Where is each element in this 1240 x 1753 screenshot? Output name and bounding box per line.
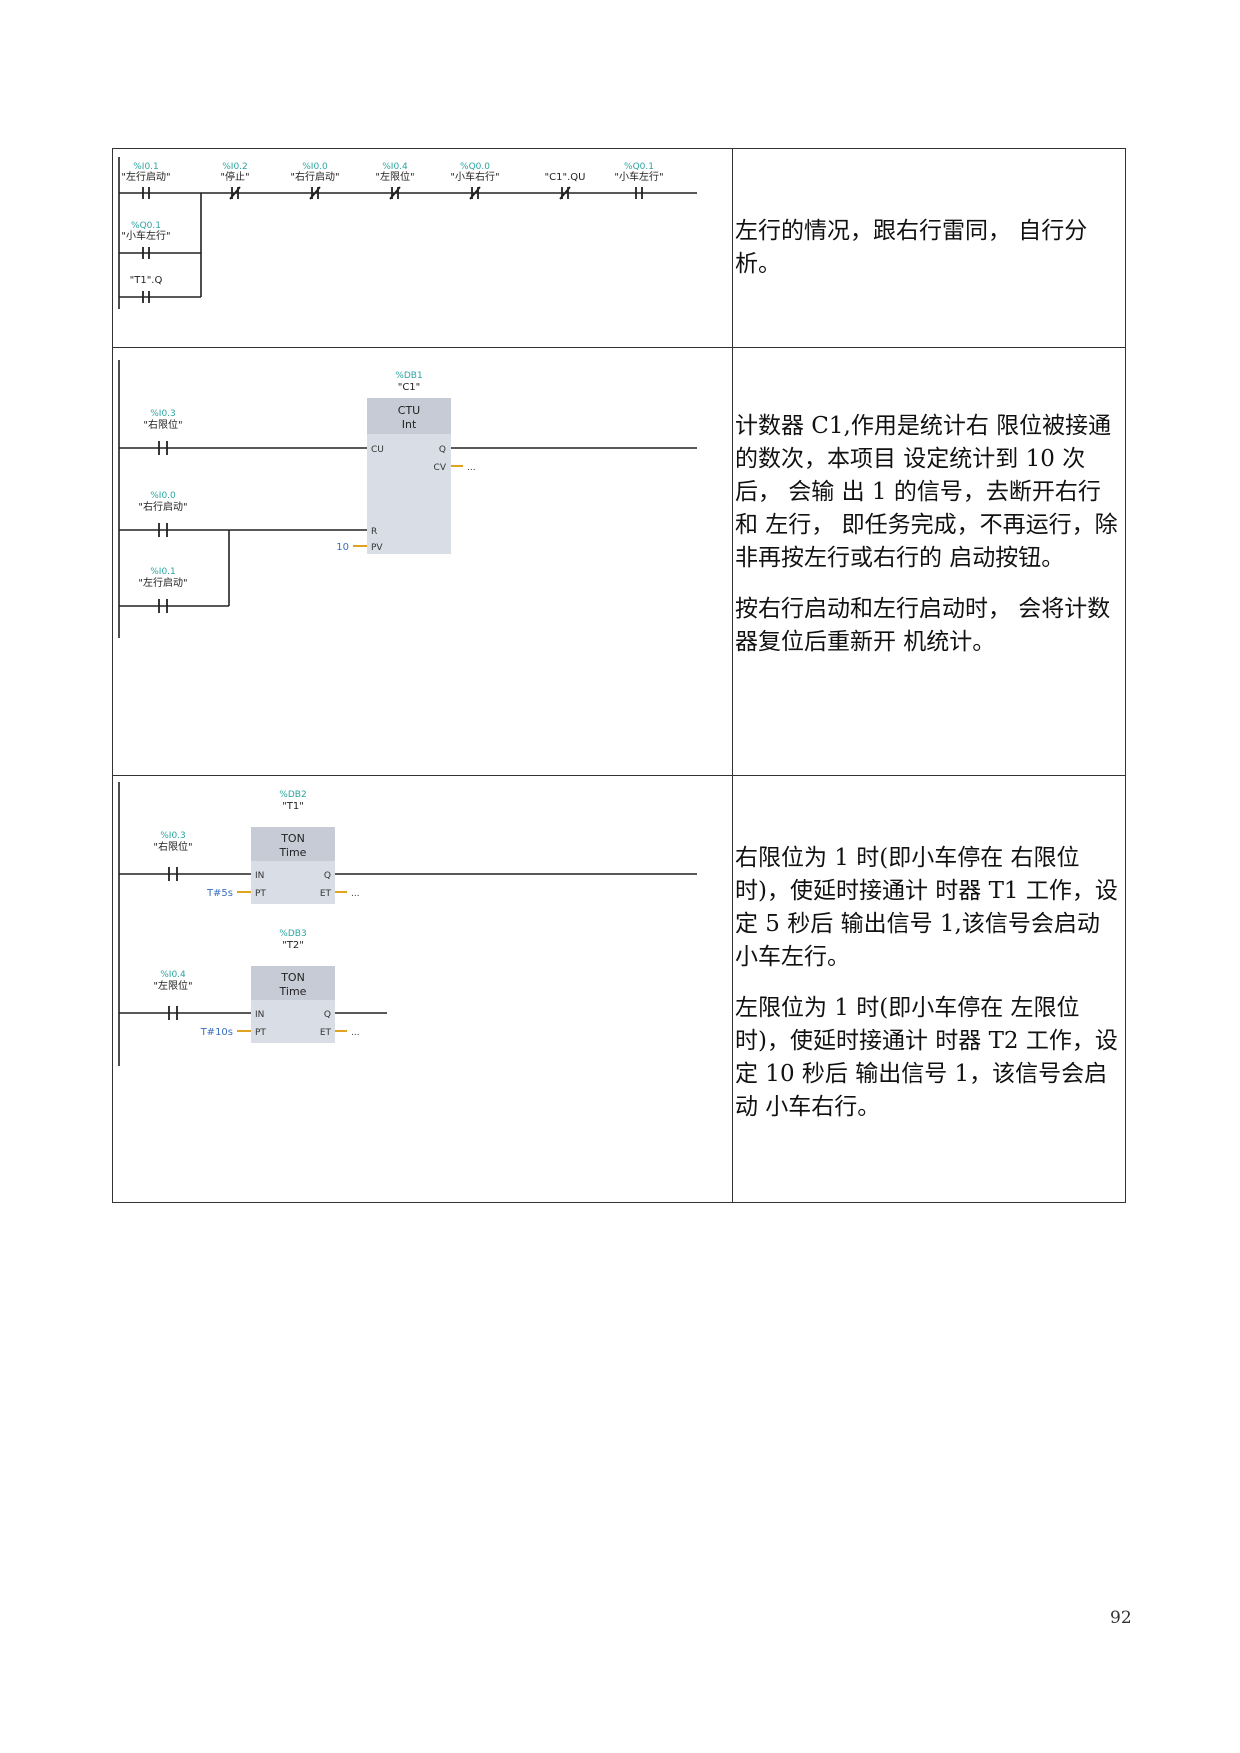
ladder-network-3: %DB2 "T1" TON Time %I0.3 "右限位" %DB3 "T2"… (118, 782, 697, 1066)
pin-label: ET (320, 1028, 332, 1038)
page-number: 92 (1110, 1608, 1132, 1628)
block-datatype: Time (279, 985, 307, 998)
diagram-cell: %I0.1 "左行启动" %I0.2 "停止" %I0.0 "右行启动" %I0… (112, 148, 733, 348)
contact-name: "T1".Q (130, 275, 163, 286)
table-row: %DB1 "C1" CTU Int %I0.3 "右限位" %I0.0 "右行启… (112, 347, 1126, 776)
ladder-diagram-left-run: %I0.1 "左行启动" %I0.2 "停止" %I0.0 "右行启动" %I0… (113, 149, 733, 347)
ctu-block-header (367, 398, 451, 434)
block-db-tag: %DB1 (395, 371, 422, 381)
contact-name: "右限位" (143, 418, 182, 431)
block-type: TON (280, 832, 305, 845)
contact-name: "停止" (220, 170, 249, 183)
contact-tag: %I0.2 (222, 162, 248, 172)
contact-tag: %I0.1 (133, 162, 159, 172)
ton-block-t1-header (251, 827, 335, 861)
description-cell: 左行的情况，跟右行雷同， 自行分析。 (732, 148, 1126, 348)
description-cell: 计数器 C1,作用是统计右 限位被接通的数次，本项目 设定统计到 10 次后， … (732, 347, 1126, 776)
pin-label: Q (324, 1010, 331, 1020)
pin-value: ... (351, 1028, 360, 1038)
pin-label: R (371, 527, 377, 537)
pin-label: ET (320, 889, 332, 899)
description-paragraph: 左行的情况，跟右行雷同， 自行分析。 (735, 218, 1088, 277)
block-instance-name: "T1" (282, 801, 304, 812)
contact-name: "C1".QU (545, 172, 586, 183)
ladder-network-2: %DB1 "C1" CTU Int %I0.3 "右限位" %I0.0 "右行启… (118, 360, 697, 638)
contact-name: "小车左行" (121, 229, 170, 242)
ton-block-t2-header (251, 966, 335, 1000)
block-instance-name: "T2" (282, 940, 304, 951)
contact-name: "左限位" (153, 979, 192, 992)
contact-name: "左限位" (375, 170, 414, 183)
block-datatype: Time (279, 846, 307, 859)
pin-label: PV (371, 543, 383, 553)
contact-tag: %Q0.0 (460, 162, 490, 172)
contact-tag: %I0.0 (302, 162, 328, 172)
contact-tag: %I0.4 (160, 970, 186, 980)
contact-tag: %I0.0 (150, 491, 176, 501)
ladder-diagram-timers: %DB2 "T1" TON Time %I0.3 "右限位" %DB3 "T2"… (113, 776, 733, 1202)
table-row: %I0.1 "左行启动" %I0.2 "停止" %I0.0 "右行启动" %I0… (112, 148, 1126, 348)
contact-name: "左行启动" (121, 170, 170, 183)
block-type: CTU (398, 404, 420, 417)
ladder-diagram-counter: %DB1 "C1" CTU Int %I0.3 "右限位" %I0.0 "右行启… (113, 348, 733, 775)
description-cell: 右限位为 1 时(即小车停在 右限位时)，使延时接通计 时器 T1 工作，设定 … (732, 775, 1126, 1203)
diagram-cell: %DB1 "C1" CTU Int %I0.3 "右限位" %I0.0 "右行启… (112, 347, 733, 776)
pin-label: PT (255, 1028, 266, 1038)
pin-label: IN (255, 1010, 264, 1020)
coil-tag: %Q0.1 (624, 162, 654, 172)
pin-label: Q (439, 445, 446, 455)
pin-label: CU (371, 445, 384, 455)
diagram-cell: %DB2 "T1" TON Time %I0.3 "右限位" %DB3 "T2"… (112, 775, 733, 1203)
preset-value: 10 (336, 542, 349, 553)
pin-value: ... (467, 463, 476, 473)
preset-time: T#5s (206, 888, 233, 899)
pin-value: ... (351, 889, 360, 899)
coil-name: "小车左行" (614, 170, 663, 183)
block-db-tag: %DB2 (279, 790, 306, 800)
table-row: %DB2 "T1" TON Time %I0.3 "右限位" %DB3 "T2"… (112, 775, 1126, 1203)
content-table: %I0.1 "左行启动" %I0.2 "停止" %I0.0 "右行启动" %I0… (112, 148, 1126, 1203)
contact-name: "左行启动" (138, 576, 187, 589)
contact-tag: %I0.1 (150, 567, 176, 577)
block-instance-name: "C1" (398, 382, 421, 393)
description-paragraph: 按右行启动和左行启动时， 会将计数器复位后重新开 机统计。 (735, 596, 1111, 655)
preset-time: T#10s (200, 1027, 233, 1038)
contact-name: "右行启动" (290, 170, 339, 183)
pin-label: IN (255, 871, 264, 881)
pin-label: Q (324, 871, 331, 881)
contact-name: "右行启动" (138, 500, 187, 513)
description-paragraph: 左限位为 1 时(即小车停在 左限位时)，使延时接通计 时器 T2 工作，设定 … (735, 995, 1118, 1120)
block-datatype: Int (402, 418, 417, 431)
ladder-network-1: %I0.1 "左行启动" %I0.2 "停止" %I0.0 "右行启动" %I0… (118, 157, 697, 309)
contact-tag: %I0.4 (382, 162, 408, 172)
pin-label: CV (434, 463, 447, 473)
contact-tag: %I0.3 (160, 831, 186, 841)
contact-name: "小车右行" (450, 170, 499, 183)
block-db-tag: %DB3 (279, 929, 306, 939)
pin-label: PT (255, 889, 266, 899)
contact-tag: %Q0.1 (131, 221, 161, 231)
contact-name: "右限位" (153, 840, 192, 853)
block-type: TON (280, 971, 305, 984)
contact-tag: %I0.3 (150, 409, 176, 419)
description-paragraph: 计数器 C1,作用是统计右 限位被接通的数次，本项目 设定统计到 10 次后， … (735, 413, 1118, 571)
description-paragraph: 右限位为 1 时(即小车停在 右限位时)，使延时接通计 时器 T1 工作，设定 … (735, 845, 1118, 970)
